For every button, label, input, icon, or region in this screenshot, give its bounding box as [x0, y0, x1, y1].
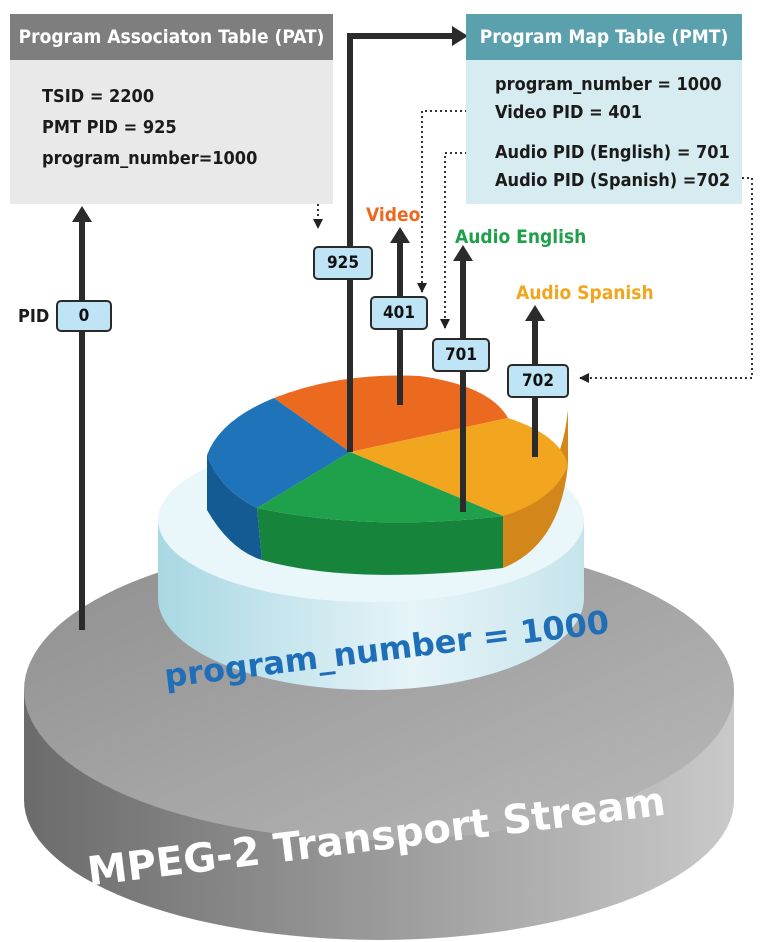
video-pid-connector [417, 110, 492, 293]
pat-pid-badge: 0 [56, 300, 112, 332]
pmt-header: Program Map Table (PMT) [466, 14, 742, 60]
pmt-audio-spanish-pid: Audio PID (Spanish) =702 [495, 170, 731, 191]
pat-header: Program Associaton Table (PAT) [10, 14, 333, 60]
pmt-pid-badge: 925 [313, 246, 373, 280]
video-label: Video [366, 204, 421, 226]
pat-tsid: TSID = 2200 [42, 86, 155, 107]
blue-slice [207, 398, 350, 508]
pie-top [207, 375, 568, 523]
audio-spanish-label: Audio Spanish [516, 282, 654, 304]
audio-english-pid-badge: 701 [432, 338, 490, 372]
video-slice [274, 375, 508, 452]
pid-label: PID [18, 306, 50, 327]
audio-spanish-pid-badge: 702 [507, 364, 569, 398]
pmt-body [466, 60, 742, 204]
video-pid-badge: 401 [370, 296, 428, 330]
arrow-heads [72, 26, 545, 321]
pmt-program-number: program_number = 1000 [495, 74, 722, 95]
pat-body [10, 60, 333, 204]
audio-spanish-pid-connector [579, 177, 753, 383]
audio-english-label: Audio English [455, 226, 587, 248]
pat-pmt-pid: PMT PID = 925 [42, 117, 177, 138]
pmt-arrow [347, 33, 456, 452]
pmt-audio-english-pid: Audio PID (English) = 701 [495, 142, 730, 163]
pmt-video-pid: Video PID = 401 [495, 102, 643, 123]
pie-sides [207, 410, 568, 575]
stream-arrows [79, 33, 538, 630]
audio-english-slice [257, 452, 503, 523]
audio-spanish-slice [350, 418, 568, 516]
pat-program-number: program_number=1000 [42, 148, 258, 169]
